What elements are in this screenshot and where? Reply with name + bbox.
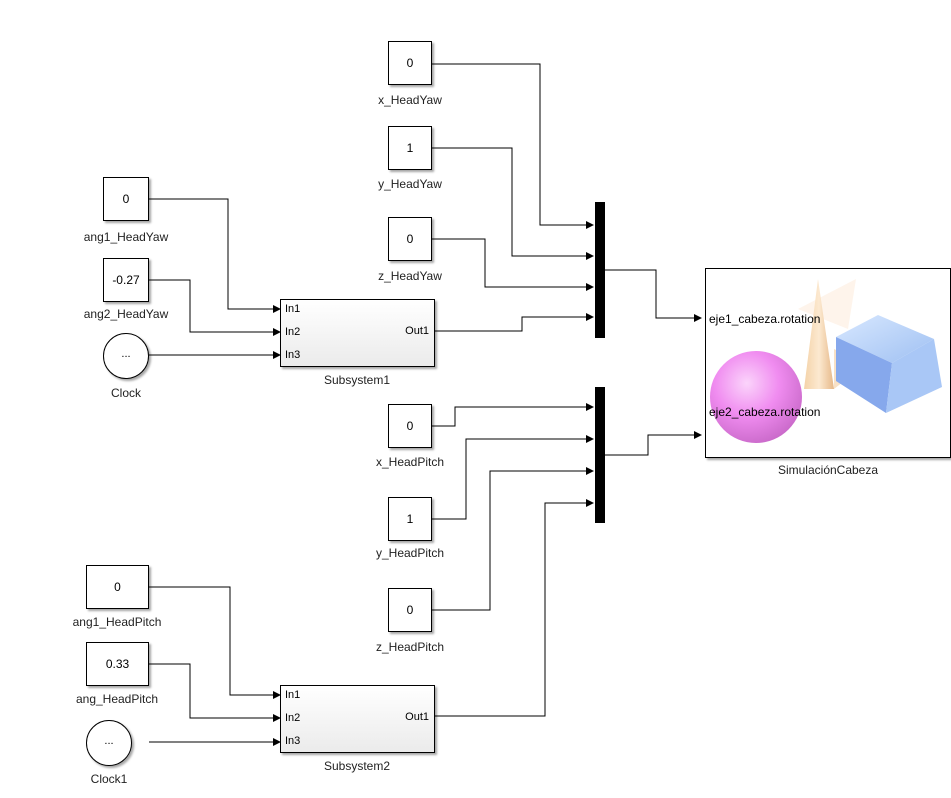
signal-y-headpitch [432,435,594,520]
subsystem2-block[interactable]: In1 In2 In3 Out1 [280,685,435,753]
signal-mux2-out [605,431,702,456]
constant-block[interactable]: 0 [103,177,149,221]
block-label: y_HeadYaw [378,177,442,191]
constant-value: 0 [406,603,414,617]
input-port-label: In2 [285,326,301,338]
3d-scene-icon [710,279,942,443]
constant-block[interactable]: 0 [388,404,432,448]
block-label: Clock [110,386,142,400]
constant-block[interactable]: 0 [388,41,432,85]
clock-symbol: ... [121,348,131,360]
output-port-label: Out1 [405,711,429,723]
constant-block[interactable]: 0 [86,565,149,609]
constant-block[interactable]: 0 [388,588,432,632]
subsystem1-block[interactable]: In1 In2 In3 Out1 [280,299,435,367]
block-label: y_HeadPitch [375,546,445,560]
signal-z-headyaw [432,238,594,291]
signal-ang-headpitch [149,663,281,722]
signal-x-headpitch [432,403,594,427]
input-port-label: In3 [285,735,301,747]
constant-value: 1 [406,512,414,526]
signal-y-headyaw [432,147,594,260]
constant-block[interactable]: 1 [388,126,432,170]
signal-ang1-headyaw [149,198,281,313]
mux2-block[interactable] [595,387,605,523]
clock-block[interactable]: ... [103,333,149,379]
constant-value: 0 [122,192,130,206]
block-label: ang_HeadPitch [75,692,159,706]
block-label: Subsystem2 [323,759,391,773]
constant-block[interactable]: 0.33 [86,642,149,686]
signal-z-headpitch [432,467,594,611]
constant-value: 0.33 [105,657,130,671]
block-label: ang2_HeadYaw [83,307,169,321]
clock-symbol: ... [104,735,114,747]
signal-subsystem1-out [435,313,594,332]
block-label: z_HeadPitch [375,640,445,654]
block-label: ang1_HeadYaw [83,230,169,244]
input-port-label: In2 [285,712,301,724]
block-label: Clock1 [90,772,128,786]
constant-value: 0 [406,56,414,70]
signal-ang2-headyaw [149,279,281,336]
input-port-label: In3 [285,349,301,361]
output-port-label: Out1 [405,325,429,337]
constant-block[interactable]: -0.27 [103,258,149,302]
block-label: z_HeadYaw [378,269,442,283]
simulation-3d-block[interactable]: eje1_cabeza.rotation eje2_cabeza.rotatio… [705,268,951,458]
block-label: x_HeadYaw [378,93,442,107]
constant-block[interactable]: 0 [388,217,432,261]
block-label: SimulaciónCabeza [777,463,879,477]
input-port-label: In1 [285,689,301,701]
block-label: ang1_HeadPitch [72,615,162,629]
constant-block[interactable]: 1 [388,497,432,541]
input-port-label: eje2_cabeza.rotation [709,405,821,419]
constant-value: 0 [406,232,414,246]
signal-ang1-headpitch [149,586,281,699]
mux1-block[interactable] [595,202,605,338]
input-port-label: In1 [285,303,301,315]
clock-block[interactable]: ... [86,720,132,766]
block-label: Subsystem1 [323,373,391,387]
constant-value: 0 [406,419,414,433]
signal-mux1-out [605,269,702,322]
constant-value: 1 [406,141,414,155]
block-label: x_HeadPitch [375,455,445,469]
signal-x-headyaw [432,63,594,229]
constant-value: -0.27 [112,273,140,287]
constant-value: 0 [114,580,121,594]
signal-subsystem2-out [435,499,594,717]
input-port-label: eje1_cabeza.rotation [709,312,821,326]
